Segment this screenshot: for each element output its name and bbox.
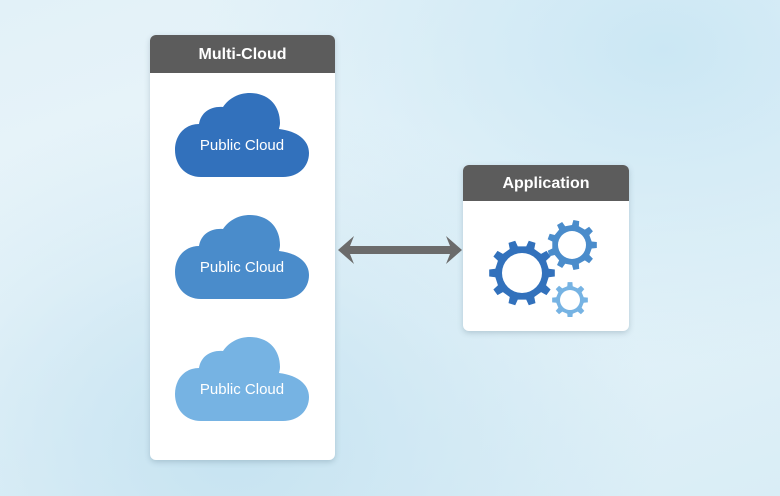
application-title: Application [463,165,629,201]
multi-cloud-panel: Multi-Cloud Public Cloud Public Cloud Pu… [150,35,335,460]
application-panel: Application [463,165,629,331]
public-cloud-3: Public Cloud [175,337,309,421]
multi-cloud-title: Multi-Cloud [150,35,335,73]
public-cloud-2: Public Cloud [175,215,309,299]
gear-small-icon [552,282,588,317]
cloud-icon [175,337,309,421]
public-cloud-1: Public Cloud [175,93,309,177]
cloud-label: Public Cloud [199,137,285,154]
gear-medium-icon [547,220,597,270]
cloud-icon [175,215,309,299]
cloud-icon [175,93,309,177]
cloud-label: Public Cloud [199,259,285,276]
cloud-label: Public Cloud [199,381,285,398]
gears-icon [489,220,597,317]
bidirectional-arrow-icon [338,236,462,264]
gear-large-icon [489,240,555,306]
